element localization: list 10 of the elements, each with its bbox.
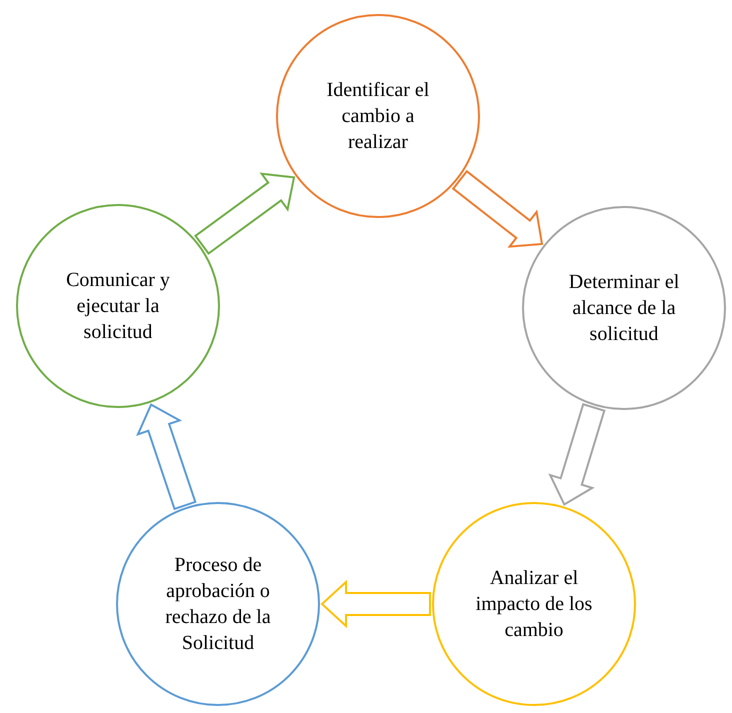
- step-text: Analizar el impacto de los cambio: [474, 566, 594, 643]
- block-arrow: [136, 403, 197, 510]
- block-arrow: [452, 170, 544, 248]
- step-text: Comunicar y ejecutar la solicitud: [65, 268, 171, 345]
- step-text: Determinar el alcance de la solicitud: [568, 270, 680, 347]
- step-text: Identificar el cambio a realizar: [326, 78, 430, 155]
- block-arrow: [548, 403, 606, 506]
- block-arrow: [194, 172, 296, 255]
- step-text: Proceso de aprobación o rechazo de la Solicitud: [164, 553, 272, 656]
- block-arrow: [320, 580, 431, 628]
